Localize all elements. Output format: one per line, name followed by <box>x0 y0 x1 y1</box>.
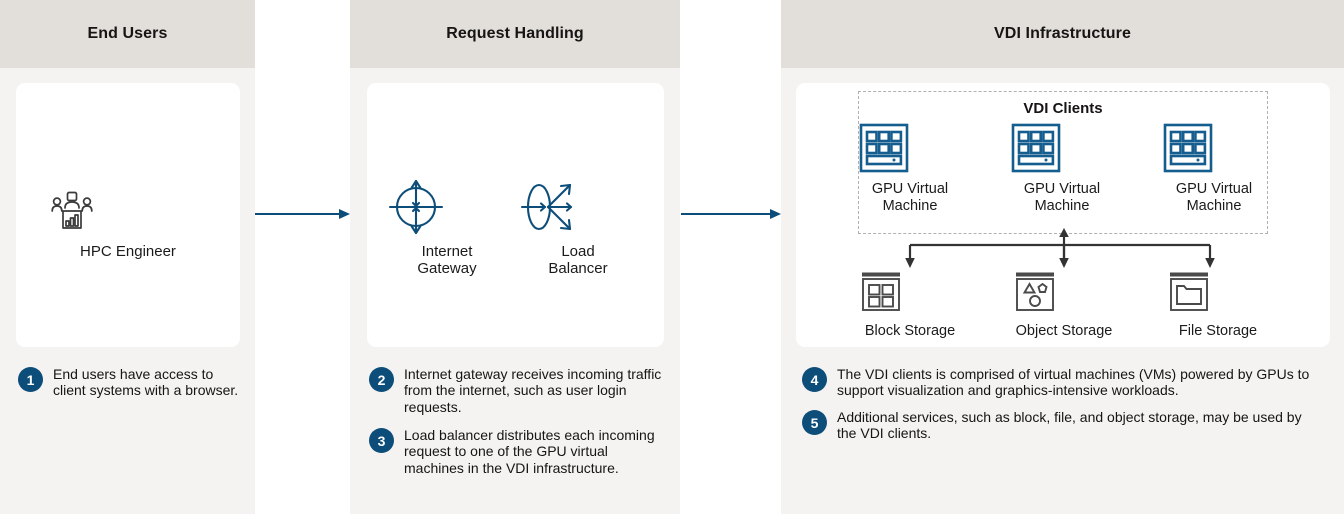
node-object-storage[interactable]: Object Storage <box>1012 270 1116 340</box>
callout-text-5: Additional services, such as block, file… <box>837 409 1302 442</box>
node-gpu-virtual-machine-1[interactable]: GPU Virtual Machine <box>858 122 962 214</box>
vdi-card <box>796 83 1330 347</box>
callout-5: 5 Additional services, such as block, fi… <box>802 409 1322 442</box>
callout-number-2: 2 <box>369 367 394 392</box>
connector-request-to-vdi <box>681 205 781 223</box>
column-header-end-users: End Users <box>0 0 255 68</box>
callout-number-5: 5 <box>802 410 827 435</box>
connector-vdi-storage-bus <box>886 228 1234 268</box>
column-header-vdi-infrastructure: VDI Infrastructure <box>781 0 1344 68</box>
node-load-balancer[interactable]: Load Balancer <box>518 178 638 278</box>
callout-3: 3 Load balancer distributes each incomin… <box>369 427 664 476</box>
node-label-gpu-virtual-machine-2: GPU Virtual Machine <box>1023 181 1101 214</box>
gpu-virtual-machine-icon <box>1162 122 1266 174</box>
node-gpu-virtual-machine-2[interactable]: GPU Virtual Machine <box>1010 122 1114 214</box>
node-label-block-storage: Block Storage <box>864 323 956 339</box>
internet-gateway-icon <box>387 178 507 236</box>
node-hpc-engineer[interactable]: HPC Engineer <box>48 190 208 260</box>
callout-text-1: End users have access to client systems … <box>53 366 239 399</box>
callout-text-3: Load balancer distributes each incoming … <box>404 427 655 476</box>
node-label-gpu-virtual-machine-1: GPU Virtual Machine <box>871 181 949 214</box>
node-label-internet-gateway: Internet Gateway <box>417 243 477 278</box>
gpu-virtual-machine-icon <box>1010 122 1114 174</box>
file-storage-icon <box>1166 270 1270 316</box>
node-label-gpu-virtual-machine-3: GPU Virtual Machine <box>1175 181 1253 214</box>
node-internet-gateway[interactable]: Internet Gateway <box>387 178 507 278</box>
connector-endusers-to-request <box>255 205 350 223</box>
node-label-file-storage: File Storage <box>1178 323 1258 339</box>
callout-number-3: 3 <box>369 428 394 453</box>
node-label-hpc-engineer: HPC Engineer <box>80 243 176 260</box>
node-label-object-storage: Object Storage <box>1015 323 1113 339</box>
column-header-request-handling: Request Handling <box>350 0 680 68</box>
node-block-storage[interactable]: Block Storage <box>858 270 962 340</box>
callout-text-4: The VDI clients is comprised of virtual … <box>837 366 1310 399</box>
callout-number-1: 1 <box>18 367 43 392</box>
node-file-storage[interactable]: File Storage <box>1166 270 1270 340</box>
block-storage-icon <box>858 270 962 316</box>
callout-4: 4 The VDI clients is comprised of virtua… <box>802 366 1322 399</box>
load-balancer-icon <box>518 178 638 236</box>
vdi-clients-title: VDI Clients <box>1023 100 1103 117</box>
callout-2: 2 Internet gateway receives incoming tra… <box>369 366 664 415</box>
end-users-card <box>16 83 240 347</box>
node-gpu-virtual-machine-3[interactable]: GPU Virtual Machine <box>1162 122 1266 214</box>
node-label-load-balancer: Load Balancer <box>548 243 608 278</box>
callout-number-4: 4 <box>802 367 827 392</box>
hpc-engineer-icon <box>48 190 208 236</box>
callout-1: 1 End users have access to client system… <box>18 366 243 399</box>
gpu-virtual-machine-icon <box>858 122 962 174</box>
object-storage-icon <box>1012 270 1116 316</box>
callout-text-2: Internet gateway receives incoming traff… <box>404 366 662 415</box>
